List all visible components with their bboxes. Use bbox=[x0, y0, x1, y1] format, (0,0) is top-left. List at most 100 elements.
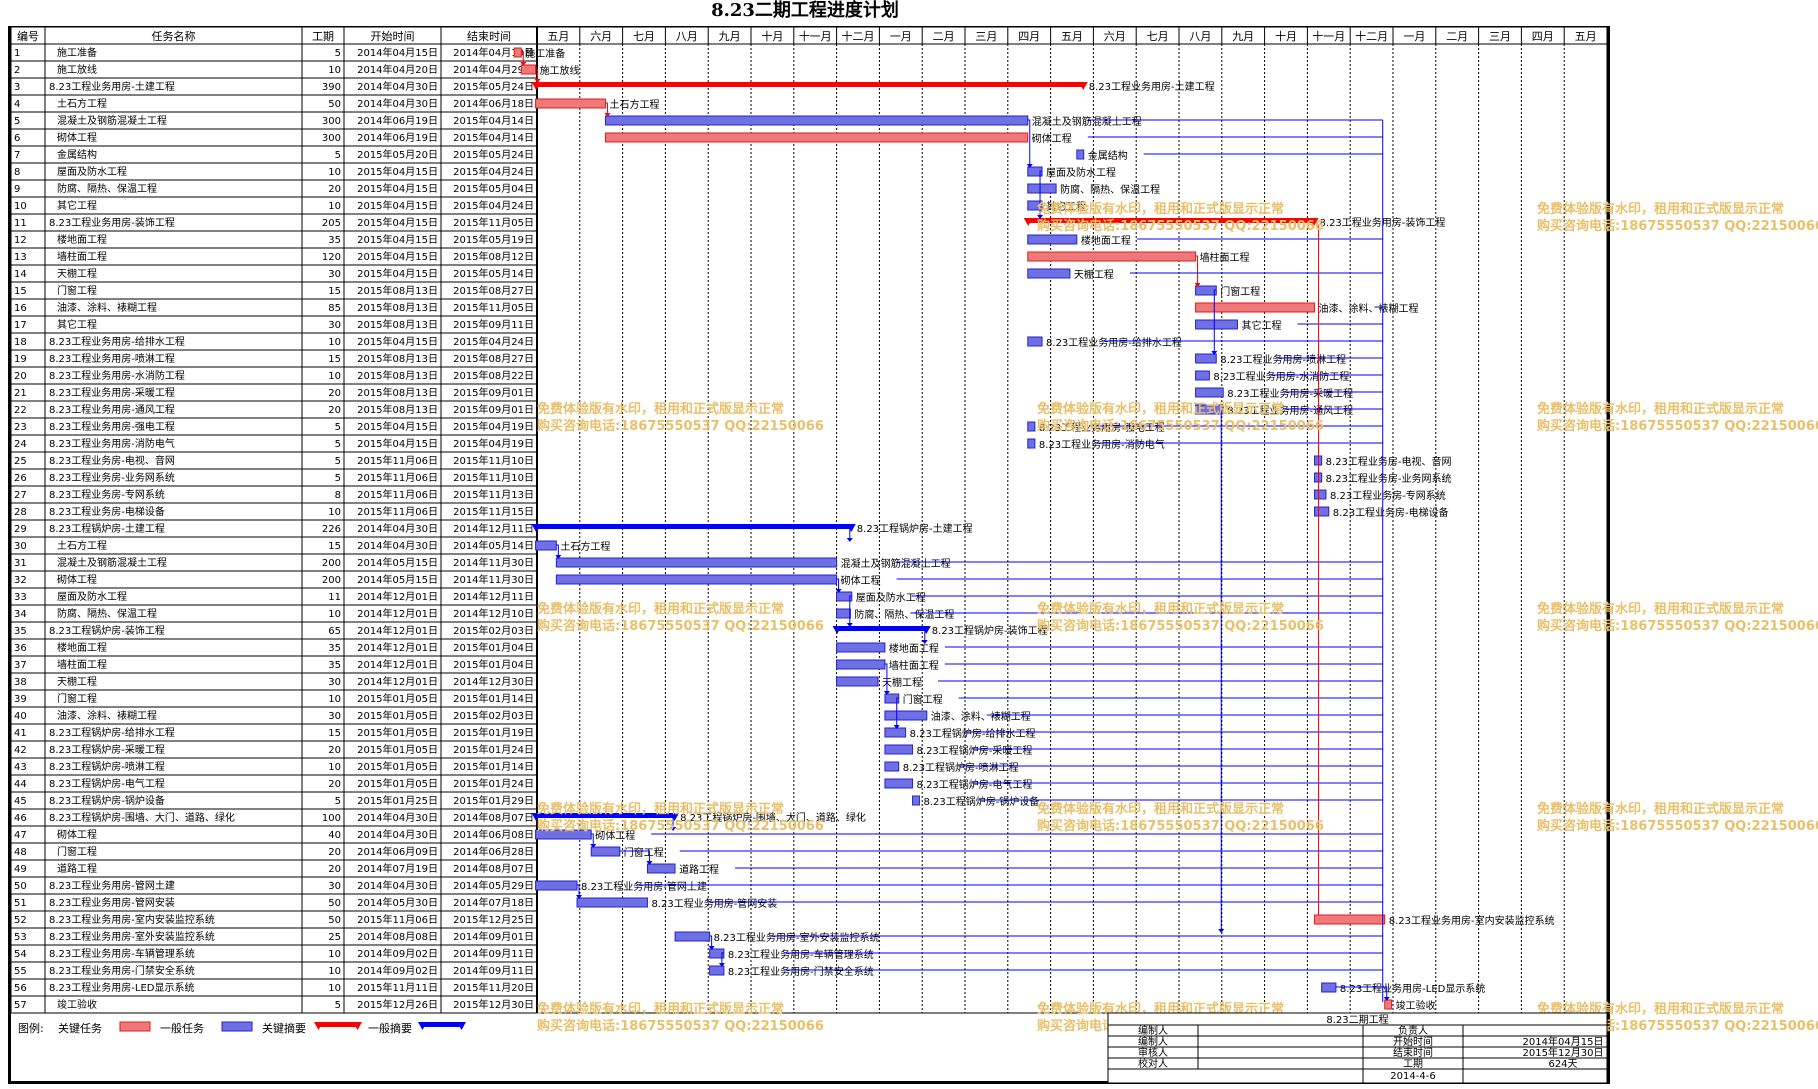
dependency-arrow bbox=[883, 691, 890, 695]
legend-general-summary-label: 一般摘要 bbox=[368, 1021, 412, 1035]
task-bar bbox=[520, 64, 537, 75]
task-start: 2014年06月19日 bbox=[357, 114, 438, 127]
summary-start-marker bbox=[531, 524, 541, 532]
bar-label: 8.23工程业务用房-采暖工程 bbox=[1227, 387, 1353, 400]
dependency-arrow bbox=[534, 79, 541, 83]
task-duration: 10 bbox=[328, 694, 341, 705]
bar-label: 楼地面工程 bbox=[1081, 234, 1131, 247]
task-duration: 20 bbox=[328, 405, 341, 416]
bar-label: 8.23工程锅炉房-围墙、大门、道路、绿化 bbox=[680, 811, 866, 824]
watermark-text: 购买咨询电话:18675550537 QQ:22150066 bbox=[1537, 618, 1818, 634]
task-name: 8.23工程锅炉房-采暖工程 bbox=[49, 743, 165, 756]
task-duration: 10 bbox=[328, 949, 341, 960]
task-duration: 40 bbox=[328, 830, 341, 841]
task-end: 2014年06月18日 bbox=[453, 97, 534, 110]
month-header: 五月 bbox=[547, 30, 569, 43]
task-end: 2014年06月28日 bbox=[453, 845, 534, 858]
task-start: 2015年08月13日 bbox=[357, 403, 438, 416]
task-start: 2015年01月05日 bbox=[357, 777, 438, 790]
task-name: 8.23工程业务用房-室内安装监控系统 bbox=[49, 913, 215, 926]
bar-label: 8.23工程业务用房-室外安装监控系统 bbox=[714, 931, 880, 944]
dependency-arrow bbox=[1211, 351, 1218, 355]
task-id: 44 bbox=[14, 779, 27, 790]
task-bar bbox=[1027, 421, 1036, 432]
summary-end-marker bbox=[1309, 218, 1319, 226]
task-name: 屋面及防水工程 bbox=[57, 590, 127, 603]
dependency-link bbox=[1027, 119, 1031, 167]
task-name: 8.23工程业务用房-通风工程 bbox=[49, 403, 175, 416]
task-duration: 85 bbox=[328, 303, 341, 314]
task-name: 楼地面工程 bbox=[57, 641, 107, 654]
dependency-link bbox=[896, 697, 899, 728]
bar-label: 土石方工程 bbox=[560, 540, 610, 553]
task-end: 2015年04月14日 bbox=[453, 114, 534, 127]
task-bar bbox=[1027, 200, 1043, 211]
task-duration: 226 bbox=[322, 524, 341, 535]
task-duration: 30 bbox=[328, 711, 341, 722]
watermark-text: 免费体验版有水印，租用和正式版显示正常 bbox=[1537, 201, 1784, 217]
task-start: 2014年04月30日 bbox=[357, 97, 438, 110]
task-id: 39 bbox=[14, 694, 27, 705]
task-end: 2015年01月04日 bbox=[453, 658, 534, 671]
dependency-link bbox=[849, 595, 852, 626]
month-header: 一月 bbox=[1403, 30, 1425, 43]
task-bar bbox=[604, 132, 1029, 143]
task-name: 金属结构 bbox=[57, 148, 97, 161]
task-id: 3 bbox=[14, 82, 20, 93]
task-end: 2014年08月07日 bbox=[453, 811, 534, 824]
task-bar bbox=[1195, 353, 1217, 364]
month-header: 四月 bbox=[1532, 30, 1554, 43]
task-end: 2014年11月30日 bbox=[453, 556, 534, 569]
task-id: 8 bbox=[14, 167, 20, 178]
task-bar bbox=[555, 574, 838, 585]
task-name: 土石方工程 bbox=[57, 97, 107, 110]
task-bar bbox=[674, 931, 711, 942]
info-project: 8.23二期工程 bbox=[1326, 1014, 1388, 1026]
task-id: 16 bbox=[14, 303, 27, 314]
month-header: 二月 bbox=[933, 30, 955, 43]
task-end: 2015年01月04日 bbox=[453, 641, 534, 654]
task-duration: 10 bbox=[328, 167, 341, 178]
task-end: 2015年04月19日 bbox=[453, 420, 534, 433]
task-id: 18 bbox=[14, 337, 27, 348]
task-name: 8.23工程锅炉房-锅炉设备 bbox=[49, 794, 165, 807]
bar-label: 8.23工程业务房-专网系统 bbox=[1330, 489, 1446, 502]
task-duration: 20 bbox=[328, 864, 341, 875]
task-duration: 35 bbox=[328, 660, 341, 671]
task-end: 2014年12月10日 bbox=[453, 607, 534, 620]
task-id: 35 bbox=[14, 626, 27, 637]
task-end: 2015年09月01日 bbox=[453, 386, 534, 399]
task-bar bbox=[1314, 489, 1327, 500]
task-start: 2015年08月13日 bbox=[357, 352, 438, 365]
task-start: 2015年01月05日 bbox=[357, 692, 438, 705]
task-id: 6 bbox=[14, 133, 20, 144]
task-start: 2015年04月15日 bbox=[357, 233, 438, 246]
month-header: 三月 bbox=[975, 30, 997, 43]
task-end: 2015年11月15日 bbox=[453, 505, 534, 518]
task-id: 37 bbox=[14, 660, 27, 671]
task-bar bbox=[535, 540, 557, 551]
task-id: 28 bbox=[14, 507, 27, 518]
task-id: 53 bbox=[14, 932, 27, 943]
task-bar bbox=[1027, 336, 1043, 347]
task-name: 墙柱面工程 bbox=[57, 658, 107, 671]
task-name: 屋面及防水工程 bbox=[57, 165, 127, 178]
task-duration: 10 bbox=[328, 201, 341, 212]
task-end: 2015年08月22日 bbox=[453, 369, 534, 382]
task-end: 2015年11月10日 bbox=[453, 471, 534, 484]
task-end: 2014年06月08日 bbox=[453, 828, 534, 841]
task-end: 2015年04月19日 bbox=[453, 437, 534, 450]
legend-key-summary-swatch bbox=[318, 1022, 358, 1027]
task-name: 8.23工程业务房-电视、音网 bbox=[49, 454, 175, 467]
summary-bar bbox=[1027, 218, 1315, 223]
info-value: 624天 bbox=[1548, 1059, 1577, 1070]
task-duration: 11 bbox=[328, 592, 341, 603]
watermark-text: 免费体验版有水印，租用和正式版显示正常 bbox=[537, 801, 784, 817]
task-duration: 390 bbox=[322, 82, 341, 93]
task-bar bbox=[1321, 982, 1337, 993]
task-start: 2014年09月02日 bbox=[357, 947, 438, 960]
task-name: 油漆、涂料、裱糊工程 bbox=[57, 709, 157, 722]
task-name: 8.23工程业务用房-车辆管理系统 bbox=[49, 947, 195, 960]
task-id: 27 bbox=[14, 490, 27, 501]
task-end: 2015年11月13日 bbox=[453, 488, 534, 501]
